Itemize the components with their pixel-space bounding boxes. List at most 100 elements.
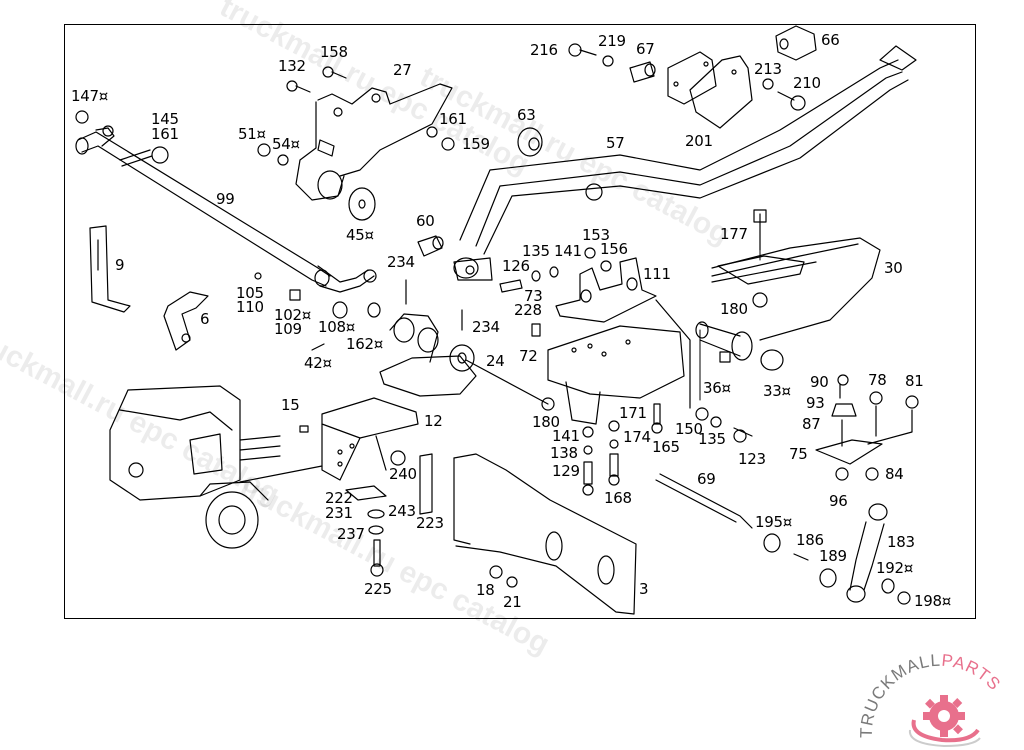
part-label-201[interactable]: 201 — [685, 132, 713, 150]
part-label-96[interactable]: 96 — [829, 492, 848, 510]
part-label-54[interactable]: 54¤ — [272, 135, 300, 153]
part-label-237[interactable]: 237 — [337, 525, 365, 543]
bracket-12 — [299, 397, 419, 481]
part-label-161b[interactable]: 161 — [439, 110, 467, 128]
part-label-145[interactable]: 145 — [151, 110, 179, 128]
part-label-21[interactable]: 21 — [503, 593, 522, 611]
part-label-42[interactable]: 42¤ — [304, 354, 332, 372]
part-label-60[interactable]: 60 — [416, 212, 435, 230]
part-label-12[interactable]: 12 — [424, 412, 443, 430]
part-label-109[interactable]: 109 — [274, 320, 302, 338]
part-label-24[interactable]: 24 — [486, 352, 505, 370]
part-label-162[interactable]: 162¤ — [346, 335, 383, 353]
part-label-198[interactable]: 198¤ — [914, 592, 951, 610]
part-label-180a[interactable]: 180 — [532, 413, 560, 431]
part-label-87[interactable]: 87 — [802, 415, 821, 433]
part-label-174[interactable]: 174 — [623, 428, 651, 446]
part-label-132[interactable]: 132 — [278, 57, 306, 75]
part-label-63[interactable]: 63 — [517, 106, 536, 124]
part-label-147[interactable]: 147¤ — [71, 87, 108, 105]
part-label-210[interactable]: 210 — [793, 74, 821, 92]
part-label-3[interactable]: 3 — [639, 580, 649, 598]
part-label-33[interactable]: 33¤ — [763, 382, 791, 400]
truckmall-parts-logo[interactable]: TRUCKMALLPARTS — [850, 650, 1024, 750]
bracket-201 — [667, 51, 753, 129]
part-label-223[interactable]: 223 — [416, 514, 444, 532]
part-label-141[interactable]: 141 — [554, 242, 582, 260]
part-label-180b[interactable]: 180 — [720, 300, 748, 318]
part-label-81[interactable]: 81 — [905, 372, 924, 390]
part-label-99[interactable]: 99 — [216, 190, 235, 208]
part-label-27[interactable]: 27 — [393, 61, 412, 79]
part-label-105[interactable]: 105 — [236, 284, 264, 302]
plate-75 — [815, 374, 919, 481]
part-label-153[interactable]: 153 — [582, 226, 610, 244]
part-label-138[interactable]: 138 — [550, 444, 578, 462]
part-label-126[interactable]: 126 — [502, 257, 530, 275]
logo-text-accent: PARTS — [941, 651, 1005, 695]
part-label-15[interactable]: 15 — [281, 396, 300, 414]
leader-lines — [699, 249, 761, 401]
part-label-161[interactable]: 161 — [151, 125, 179, 143]
part-label-228[interactable]: 228 — [514, 301, 542, 319]
part-label-168[interactable]: 168 — [604, 489, 632, 507]
part-label-78[interactable]: 78 — [868, 371, 887, 389]
part-label-171[interactable]: 171 — [619, 404, 647, 422]
part-label-111[interactable]: 111 — [643, 265, 671, 283]
part-label-6[interactable]: 6 — [200, 310, 210, 328]
part-label-216[interactable]: 216 — [530, 41, 558, 59]
part-label-150[interactable]: 150 — [675, 420, 703, 438]
part-label-234b[interactable]: 234 — [472, 318, 500, 336]
part-label-36[interactable]: 36¤ — [703, 379, 731, 397]
part-label-195[interactable]: 195¤ — [755, 513, 792, 531]
part-label-123[interactable]: 123 — [738, 450, 766, 468]
part-label-213[interactable]: 213 — [754, 60, 782, 78]
part-label-45[interactable]: 45¤ — [346, 226, 374, 244]
part-label-72[interactable]: 72 — [519, 347, 538, 365]
part-label-30[interactable]: 30 — [884, 259, 903, 277]
part-label-141b[interactable]: 141 — [552, 427, 580, 445]
part-label-135b[interactable]: 135 — [698, 430, 726, 448]
spring-hanger-24 — [379, 313, 549, 405]
diagram-frame — [64, 24, 976, 619]
part-label-108[interactable]: 108¤ — [318, 318, 355, 336]
logo-text-dark: TRUCKMALL — [857, 651, 942, 738]
part-label-189[interactable]: 189 — [819, 547, 847, 565]
part-label-243[interactable]: 243 — [388, 502, 416, 520]
logo-graphic: TRUCKMALLPARTS — [857, 651, 1005, 748]
part-label-84[interactable]: 84 — [885, 465, 904, 483]
part-label-165[interactable]: 165 — [652, 438, 680, 456]
fasteners-top-left — [75, 66, 455, 167]
part-label-135[interactable]: 135 — [522, 242, 550, 260]
part-label-66[interactable]: 66 — [821, 31, 840, 49]
part-label-90[interactable]: 90 — [810, 373, 829, 391]
part-label-158[interactable]: 158 — [320, 43, 348, 61]
truck-illustration — [109, 385, 323, 549]
part-label-9[interactable]: 9 — [115, 256, 125, 274]
part-label-183[interactable]: 183 — [887, 533, 915, 551]
part-label-186[interactable]: 186 — [796, 531, 824, 549]
part-label-57[interactable]: 57 — [606, 134, 625, 152]
part-label-192[interactable]: 192¤ — [876, 559, 913, 577]
part-label-73[interactable]: 73 — [524, 287, 543, 305]
part-label-219[interactable]: 219 — [598, 32, 626, 50]
part-label-102[interactable]: 102¤ — [274, 306, 311, 324]
part-label-225[interactable]: 225 — [364, 580, 392, 598]
part-label-93[interactable]: 93 — [806, 394, 825, 412]
part-label-51[interactable]: 51¤ — [238, 125, 266, 143]
part-label-234a[interactable]: 234 — [387, 253, 415, 271]
part-label-156[interactable]: 156 — [600, 240, 628, 258]
part-label-69[interactable]: 69 — [697, 470, 716, 488]
part-label-231[interactable]: 231 — [325, 504, 353, 522]
part-label-67[interactable]: 67 — [636, 40, 655, 58]
part-label-129[interactable]: 129 — [552, 462, 580, 480]
part-label-18[interactable]: 18 — [476, 581, 495, 599]
part-label-177[interactable]: 177 — [720, 225, 748, 243]
part-label-75[interactable]: 75 — [789, 445, 808, 463]
gear-icon — [923, 695, 965, 737]
part-label-159[interactable]: 159 — [462, 135, 490, 153]
part-label-240[interactable]: 240 — [389, 465, 417, 483]
part-label-222[interactable]: 222 — [325, 489, 353, 507]
part-label-110[interactable]: 110 — [236, 298, 264, 316]
